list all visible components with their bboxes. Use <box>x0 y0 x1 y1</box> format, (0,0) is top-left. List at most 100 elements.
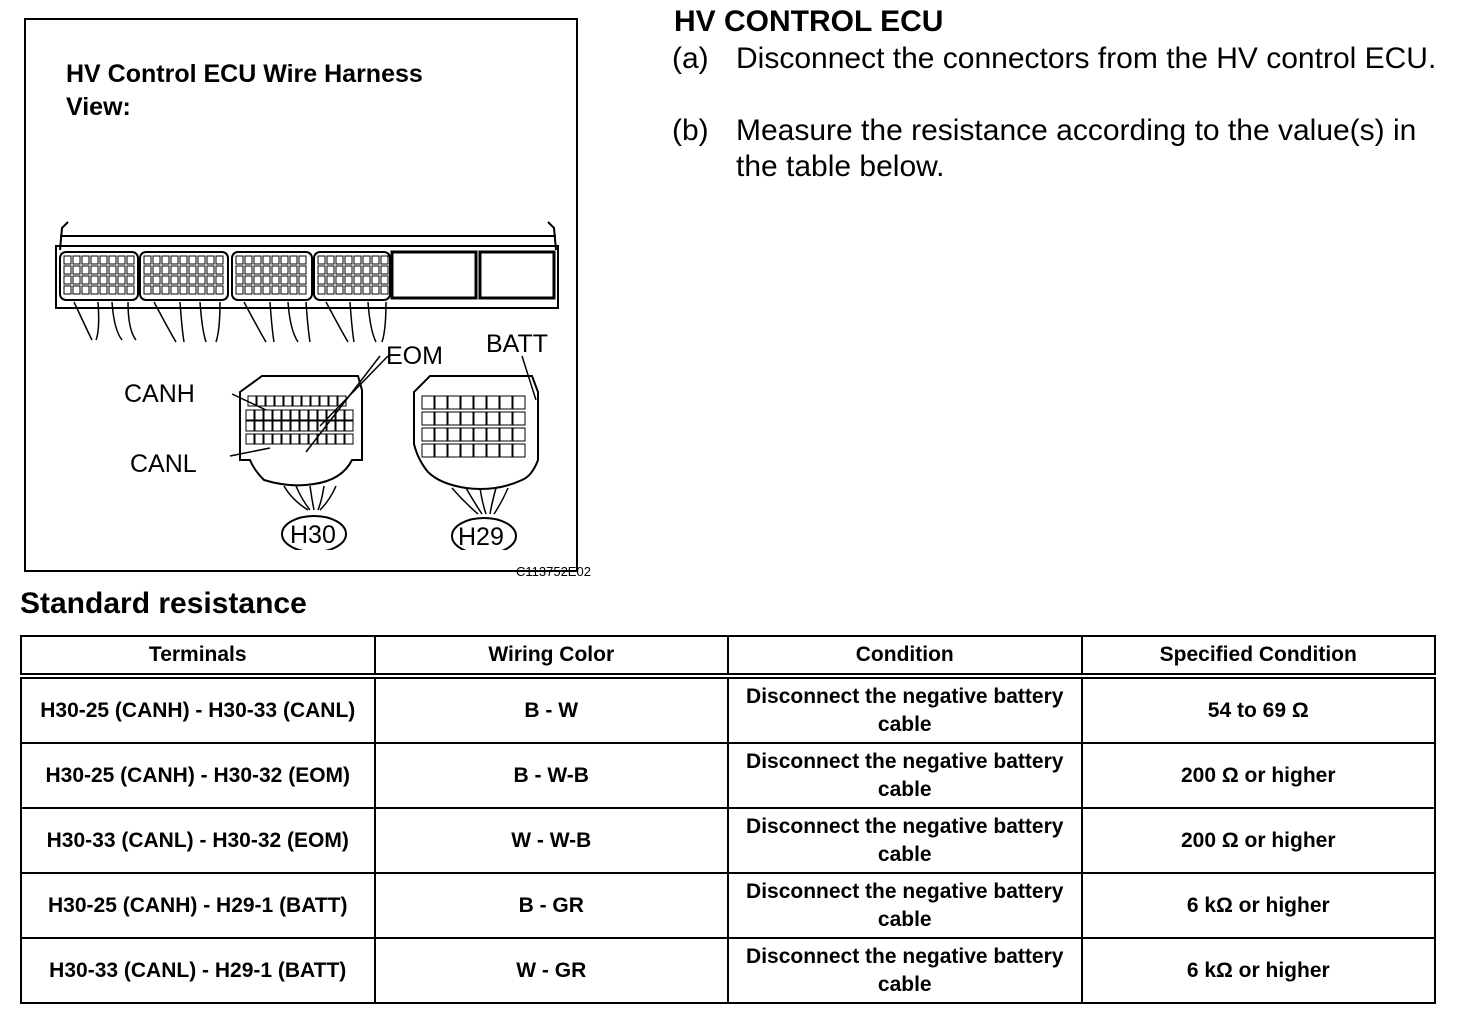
connector-pin <box>152 265 161 275</box>
table-row: H30-33 (CANL) - H29-1 (BATT) W - GR Disc… <box>20 937 1436 1004</box>
connector-pin <box>197 275 206 285</box>
table-row: H30-25 (CANH) - H30-33 (CANL) B - W Disc… <box>20 675 1436 744</box>
connector-pin <box>317 265 326 275</box>
connector-pin <box>486 411 500 426</box>
connector-pin <box>447 411 461 426</box>
connector-pin <box>344 420 354 432</box>
connector-pin <box>253 275 262 285</box>
connector-pin <box>206 255 215 265</box>
connector-pin <box>328 395 338 407</box>
connector-pin <box>215 275 224 285</box>
connector-h29 <box>413 375 539 550</box>
connector-pin <box>290 420 300 432</box>
ecu-pins <box>63 255 389 295</box>
cell-terminals: H30-25 (CANH) - H30-33 (CANL) <box>20 675 376 744</box>
connector-pin <box>271 265 280 275</box>
step-text: Disconnect the connectors from the HV co… <box>736 42 1437 75</box>
connector-pin <box>335 285 344 295</box>
connector-pin <box>179 285 188 295</box>
connector-pin <box>179 265 188 275</box>
connector-pin <box>434 443 448 458</box>
connector-pin <box>299 433 309 445</box>
connector-pin <box>335 409 345 421</box>
connector-pin <box>254 409 264 421</box>
cell-condition: Disconnect the negative battery cable <box>727 807 1083 874</box>
connector-pin <box>235 285 244 295</box>
connector-pin <box>317 420 327 432</box>
connector-pin <box>447 395 461 410</box>
table-row: H30-25 (CANH) - H29-1 (BATT) B - GR Disc… <box>20 872 1436 939</box>
connector-pin <box>215 285 224 295</box>
connector-pin <box>99 275 108 285</box>
connector-pin <box>143 265 152 275</box>
connector-pin <box>280 265 289 275</box>
connector-pin <box>262 265 271 275</box>
connector-pin <box>245 433 255 445</box>
connector-pin <box>512 395 526 410</box>
label-batt: BATT <box>486 330 548 358</box>
label-h29: H29 <box>458 523 504 550</box>
connector-pin <box>317 255 326 265</box>
connector-pin <box>308 420 318 432</box>
connector-pin <box>117 255 126 265</box>
connector-pin <box>271 255 280 265</box>
connector-pin <box>473 395 487 410</box>
cell-wiring-color: W - GR <box>373 937 729 1004</box>
connector-pin <box>353 275 362 285</box>
connector-pin <box>353 255 362 265</box>
connector-pin <box>473 427 487 442</box>
connector-pin <box>256 395 266 407</box>
header-condition: Condition <box>727 635 1083 677</box>
connector-pin <box>289 285 298 295</box>
connector-pin <box>299 409 309 421</box>
connector-pin <box>326 255 335 265</box>
connector-pin <box>72 275 81 285</box>
connector-pin <box>90 265 99 275</box>
connector-pin <box>272 409 282 421</box>
connector-pin <box>244 275 253 285</box>
connector-pin <box>335 420 345 432</box>
connector-pin <box>326 420 336 432</box>
connector-pin <box>335 255 344 265</box>
step-label: (b) <box>672 114 709 147</box>
step-text: Measure the resistance according to the … <box>736 114 1417 183</box>
connector-pin <box>281 420 291 432</box>
connector-pin <box>353 265 362 275</box>
connector-pin <box>486 427 500 442</box>
connector-pin <box>280 285 289 295</box>
connector-h30 <box>239 375 363 550</box>
connector-pin <box>152 275 161 285</box>
connector-pin <box>63 255 72 265</box>
connector-pin <box>99 285 108 295</box>
connector-pin <box>317 409 327 421</box>
cell-condition: Disconnect the negative battery cable <box>727 872 1083 939</box>
figure-title: HV Control ECU Wire Harness View: <box>66 60 423 121</box>
connector-pin <box>244 265 253 275</box>
connector-pin <box>473 411 487 426</box>
connector-pin <box>486 443 500 458</box>
connector-pin <box>179 255 188 265</box>
cell-terminals: H30-25 (CANH) - H30-32 (EOM) <box>20 742 376 809</box>
connector-pin <box>235 255 244 265</box>
connector-pin <box>317 275 326 285</box>
connector-pin <box>362 275 371 285</box>
connector-pin <box>99 265 108 275</box>
connector-pin <box>310 395 320 407</box>
connector-pin <box>301 395 311 407</box>
connector-pin <box>335 275 344 285</box>
label-canl: CANL <box>130 450 197 478</box>
connector-pin <box>344 285 353 295</box>
connector-pin <box>161 265 170 275</box>
connector-pin <box>326 275 335 285</box>
connector-pin <box>290 433 300 445</box>
connector-pin <box>298 275 307 285</box>
connector-pin <box>460 395 474 410</box>
connector-pin <box>235 275 244 285</box>
connector-pin <box>326 265 335 275</box>
connector-pin <box>188 285 197 295</box>
connector-pin <box>512 411 526 426</box>
connector-pin <box>72 265 81 275</box>
connector-pin <box>81 285 90 295</box>
connector-pin <box>161 255 170 265</box>
connector-pin <box>344 275 353 285</box>
